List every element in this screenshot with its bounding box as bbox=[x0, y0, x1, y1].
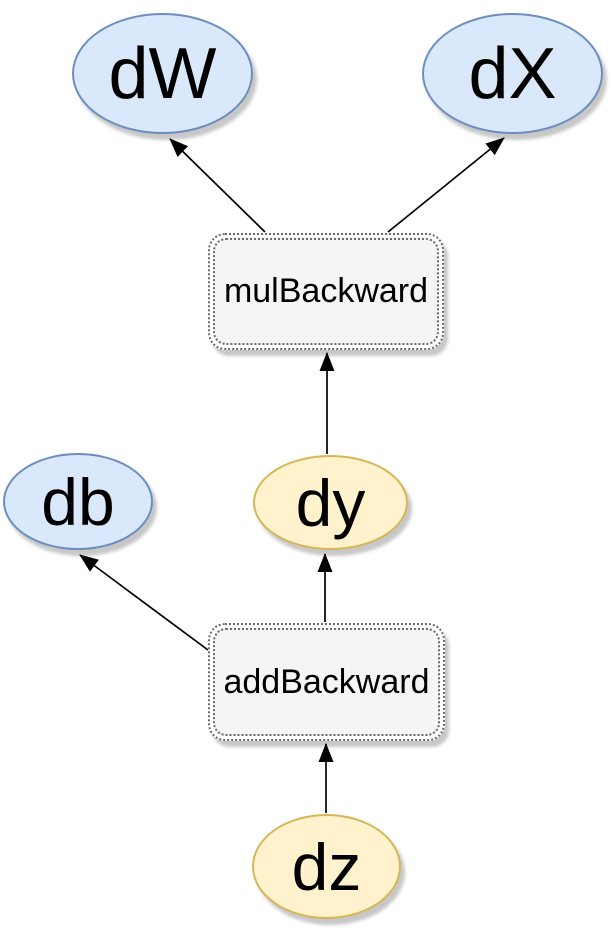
node-dw-label: dW bbox=[108, 33, 217, 114]
node-addbackward-label: addBackward bbox=[223, 662, 430, 701]
node-dy[interactable]: dy bbox=[253, 455, 408, 550]
node-dy-label: dy bbox=[295, 465, 366, 540]
edge-addbackward-to-db bbox=[79, 554, 209, 651]
node-mulbackward[interactable]: mulBackward bbox=[208, 233, 444, 350]
node-mulbackward-label: mulBackward bbox=[223, 272, 429, 310]
node-dz-label: dz bbox=[291, 829, 362, 904]
node-dz[interactable]: dz bbox=[252, 814, 401, 919]
node-mulbackward-inner: mulBackward bbox=[213, 238, 439, 345]
node-db-label: db bbox=[41, 464, 115, 539]
edge-mulbackward-to-dx bbox=[387, 137, 505, 233]
node-dx[interactable]: dX bbox=[422, 13, 603, 134]
node-dw[interactable]: dW bbox=[72, 13, 253, 134]
edge-mulbackward-to-dw bbox=[169, 138, 266, 233]
node-addbackward[interactable]: addBackward bbox=[208, 623, 445, 741]
node-addbackward-inner: addBackward bbox=[213, 628, 440, 736]
node-db[interactable]: db bbox=[3, 453, 153, 550]
node-dx-label: dX bbox=[468, 33, 557, 114]
